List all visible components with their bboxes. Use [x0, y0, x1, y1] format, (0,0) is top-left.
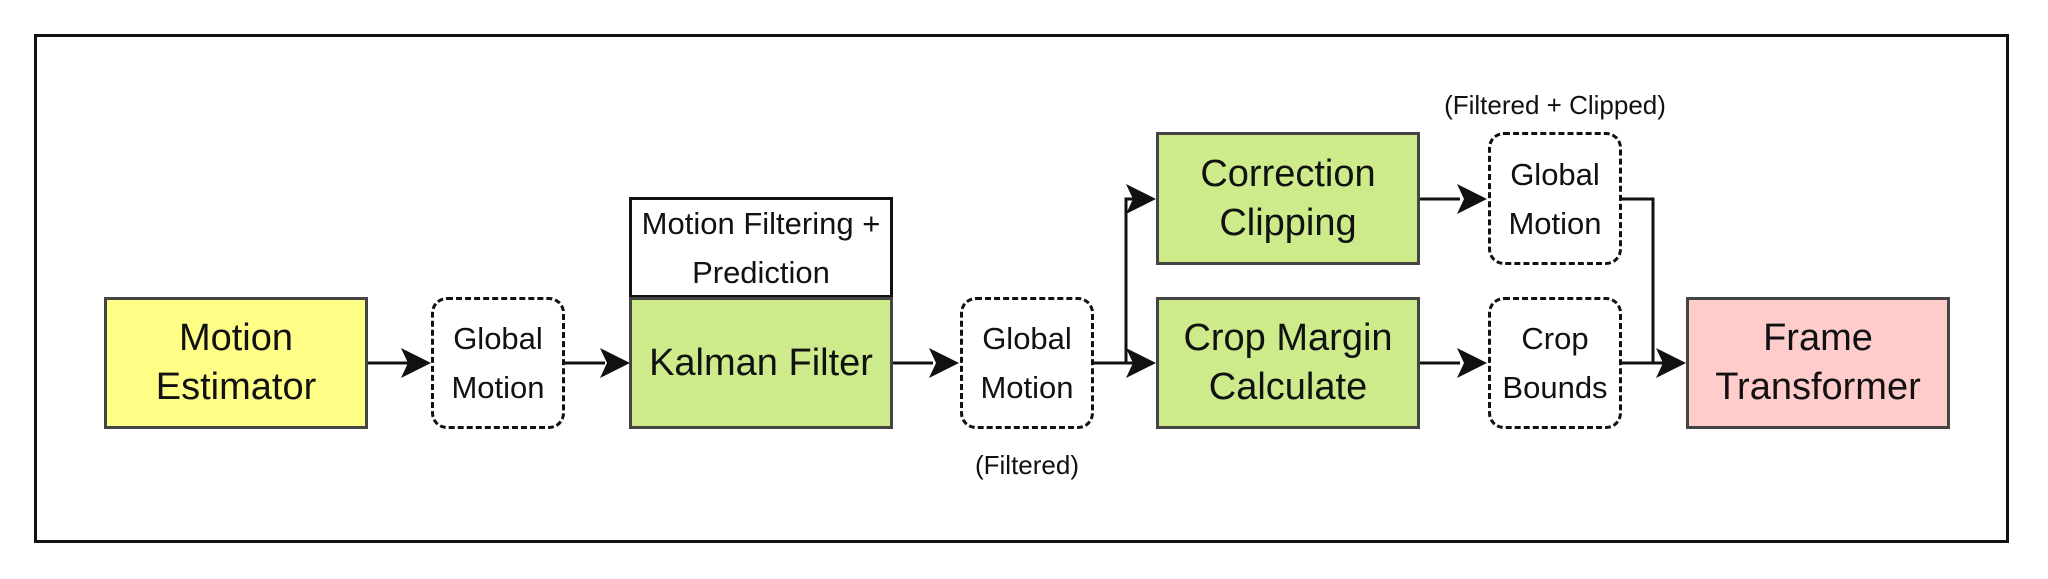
kalman-header-box: Motion Filtering + Prediction [629, 197, 893, 298]
node-label: Correction [1200, 152, 1376, 195]
node-label: Crop [1521, 321, 1589, 356]
node-label: Motion Filtering + [641, 205, 881, 241]
arrow-motion-to-transformer [1622, 197, 1672, 365]
arrowhead [1457, 184, 1487, 214]
node-label: Motion [1508, 205, 1602, 241]
arrowhead [1457, 348, 1487, 378]
arrow-motion-to-correction [1124, 197, 1141, 363]
crop-margin-box: Crop Margin Calculate [1156, 297, 1420, 429]
node-label: Global [453, 321, 543, 356]
node-label: Motion [451, 370, 545, 405]
node-label: Calculate [1208, 366, 1368, 408]
global-motion-box: Global Motion [1488, 132, 1622, 265]
global-motion-box: Global Motion [431, 297, 565, 429]
arrowhead [600, 348, 630, 378]
node-label: Crop Margin [1183, 317, 1393, 359]
node-label: Kalman Filter [649, 341, 873, 384]
node-label: Global [1510, 156, 1600, 192]
node-label: Clipping [1219, 201, 1357, 244]
filtered-clipped-annotation: (Filtered + Clipped) [1444, 90, 1666, 120]
node-label: Motion [178, 317, 294, 359]
filtered-annotation: (Filtered) [974, 450, 1079, 480]
arrowhead [929, 348, 959, 378]
node-label: Global [982, 321, 1072, 356]
node-label: Prediction [692, 254, 830, 290]
global-motion-box: Global Motion [960, 297, 1094, 429]
arrowhead [1656, 348, 1686, 378]
diagram-frame [34, 34, 2009, 543]
correction-clipping-box: Correction Clipping [1156, 132, 1420, 265]
node-label: Bounds [1502, 370, 1608, 405]
motion-estimator-box: Motion Estimator [104, 297, 368, 429]
kalman-filter-box: Kalman Filter [629, 297, 893, 429]
node-label: Frame [1763, 317, 1873, 359]
arrowhead [1126, 348, 1156, 378]
frame-transformer-box: Frame Transformer [1686, 297, 1950, 429]
crop-bounds-box: Crop Bounds [1488, 297, 1622, 429]
node-label: Transformer [1715, 366, 1921, 408]
arrowhead [1126, 184, 1156, 214]
node-label: Motion [980, 370, 1074, 405]
node-label: Estimator [155, 366, 317, 408]
arrowhead [401, 348, 431, 378]
